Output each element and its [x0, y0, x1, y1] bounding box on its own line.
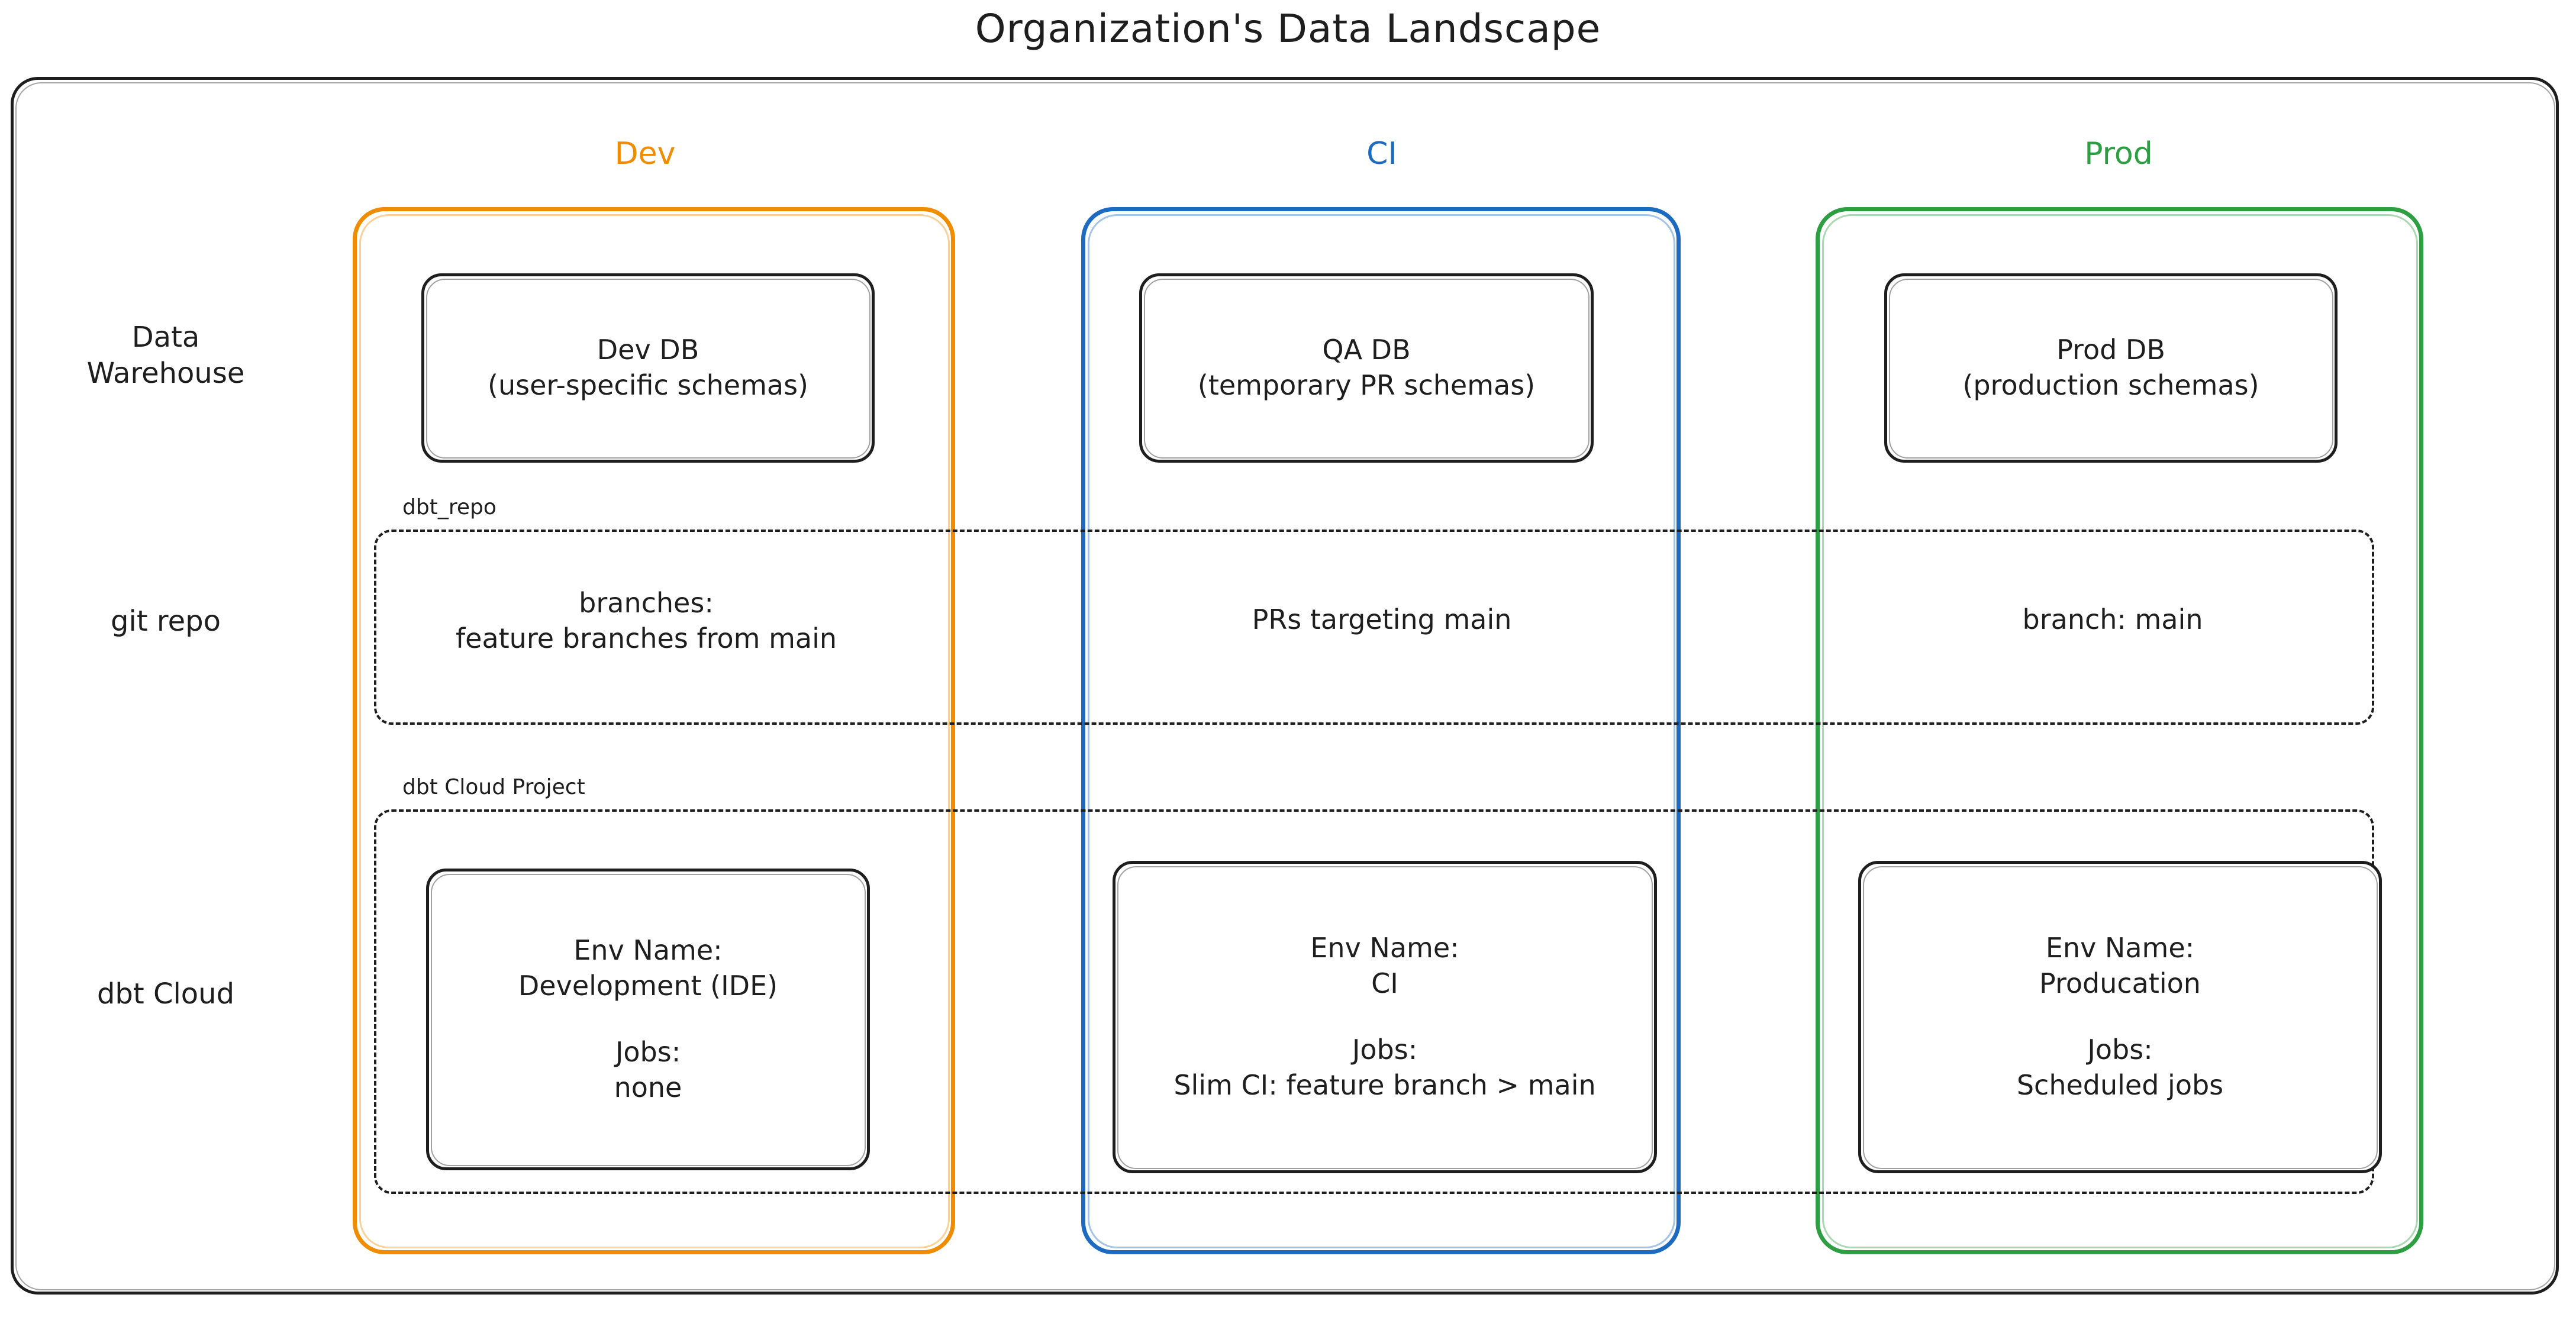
dashed-container-label: dbt Cloud Project	[398, 775, 590, 799]
env-name-label: Env Name:	[2045, 932, 2195, 964]
jobs-value: Slim CI: feature branch > main	[1173, 1069, 1596, 1101]
node-title: QA DB	[1322, 334, 1411, 366]
column-header-ci: CI	[1366, 136, 1397, 172]
node-subtitle: (temporary PR schemas)	[1197, 369, 1536, 401]
node-title: PRs targeting main	[1252, 603, 1512, 635]
node-subtitle: feature branches from main	[455, 622, 837, 654]
node-qa-db[interactable]: QA DB (temporary PR schemas)	[1139, 273, 1594, 463]
node-title: Dev DB	[597, 334, 699, 366]
env-column-prod	[1816, 207, 2423, 1254]
env-name-label: Env Name:	[1310, 932, 1459, 964]
row-label-line-1: Data	[131, 321, 200, 354]
column-header-dev: Dev	[614, 136, 676, 172]
env-column-ci	[1081, 207, 1681, 1254]
dashed-container-dbt-cloud-project: dbt Cloud Project	[374, 775, 2374, 1194]
row-label-line-1: git repo	[111, 605, 221, 638]
row-label-git-repo: git repo	[24, 603, 308, 640]
node-dbt-cloud-prod[interactable]: Env Name: Producation Jobs: Scheduled jo…	[1858, 861, 2382, 1173]
env-column-dev	[353, 207, 955, 1254]
node-subtitle: (production schemas)	[1962, 369, 2259, 401]
row-label-dbt-cloud: dbt Cloud	[24, 976, 308, 1012]
node-dbt-cloud-dev[interactable]: Env Name: Development (IDE) Jobs: none	[426, 869, 870, 1170]
node-dbt-cloud-ci[interactable]: Env Name: CI Jobs: Slim CI: feature bran…	[1113, 861, 1657, 1173]
row-label-line-1: dbt Cloud	[96, 977, 235, 1011]
env-name-value: Producation	[2039, 967, 2201, 1000]
jobs-label: Jobs:	[1352, 1034, 1418, 1066]
dashed-container-label: dbt_repo	[398, 495, 501, 519]
row-label-line-2: Warehouse	[86, 357, 245, 390]
env-name-value: Development (IDE)	[518, 970, 778, 1002]
jobs-label: Jobs:	[615, 1036, 681, 1068]
jobs-label: Jobs:	[2087, 1034, 2153, 1066]
node-subtitle: (user-specific schemas)	[488, 369, 808, 401]
env-name-label: Env Name:	[573, 934, 723, 967]
node-git-ci: PRs targeting main	[1107, 602, 1657, 638]
env-name-value: CI	[1371, 967, 1398, 1000]
jobs-value: Scheduled jobs	[2016, 1069, 2224, 1101]
node-dev-db[interactable]: Dev DB (user-specific schemas)	[421, 273, 875, 463]
node-title: Prod DB	[2056, 334, 2165, 366]
dashed-container-dbt-repo: dbt_repo	[374, 495, 2374, 725]
node-git-prod: branch: main	[1852, 602, 2373, 638]
node-git-dev: branches: feature branches from main	[374, 586, 918, 657]
node-title: branches:	[579, 587, 714, 619]
row-label-data-warehouse: Data Warehouse	[24, 319, 308, 392]
jobs-value: none	[614, 1071, 682, 1103]
outer-frame	[11, 77, 2559, 1295]
node-prod-db[interactable]: Prod DB (production schemas)	[1884, 273, 2338, 463]
node-title: branch: main	[2022, 603, 2203, 635]
page-title: Organization's Data Landscape	[975, 6, 1601, 51]
column-header-prod: Prod	[2084, 136, 2153, 172]
